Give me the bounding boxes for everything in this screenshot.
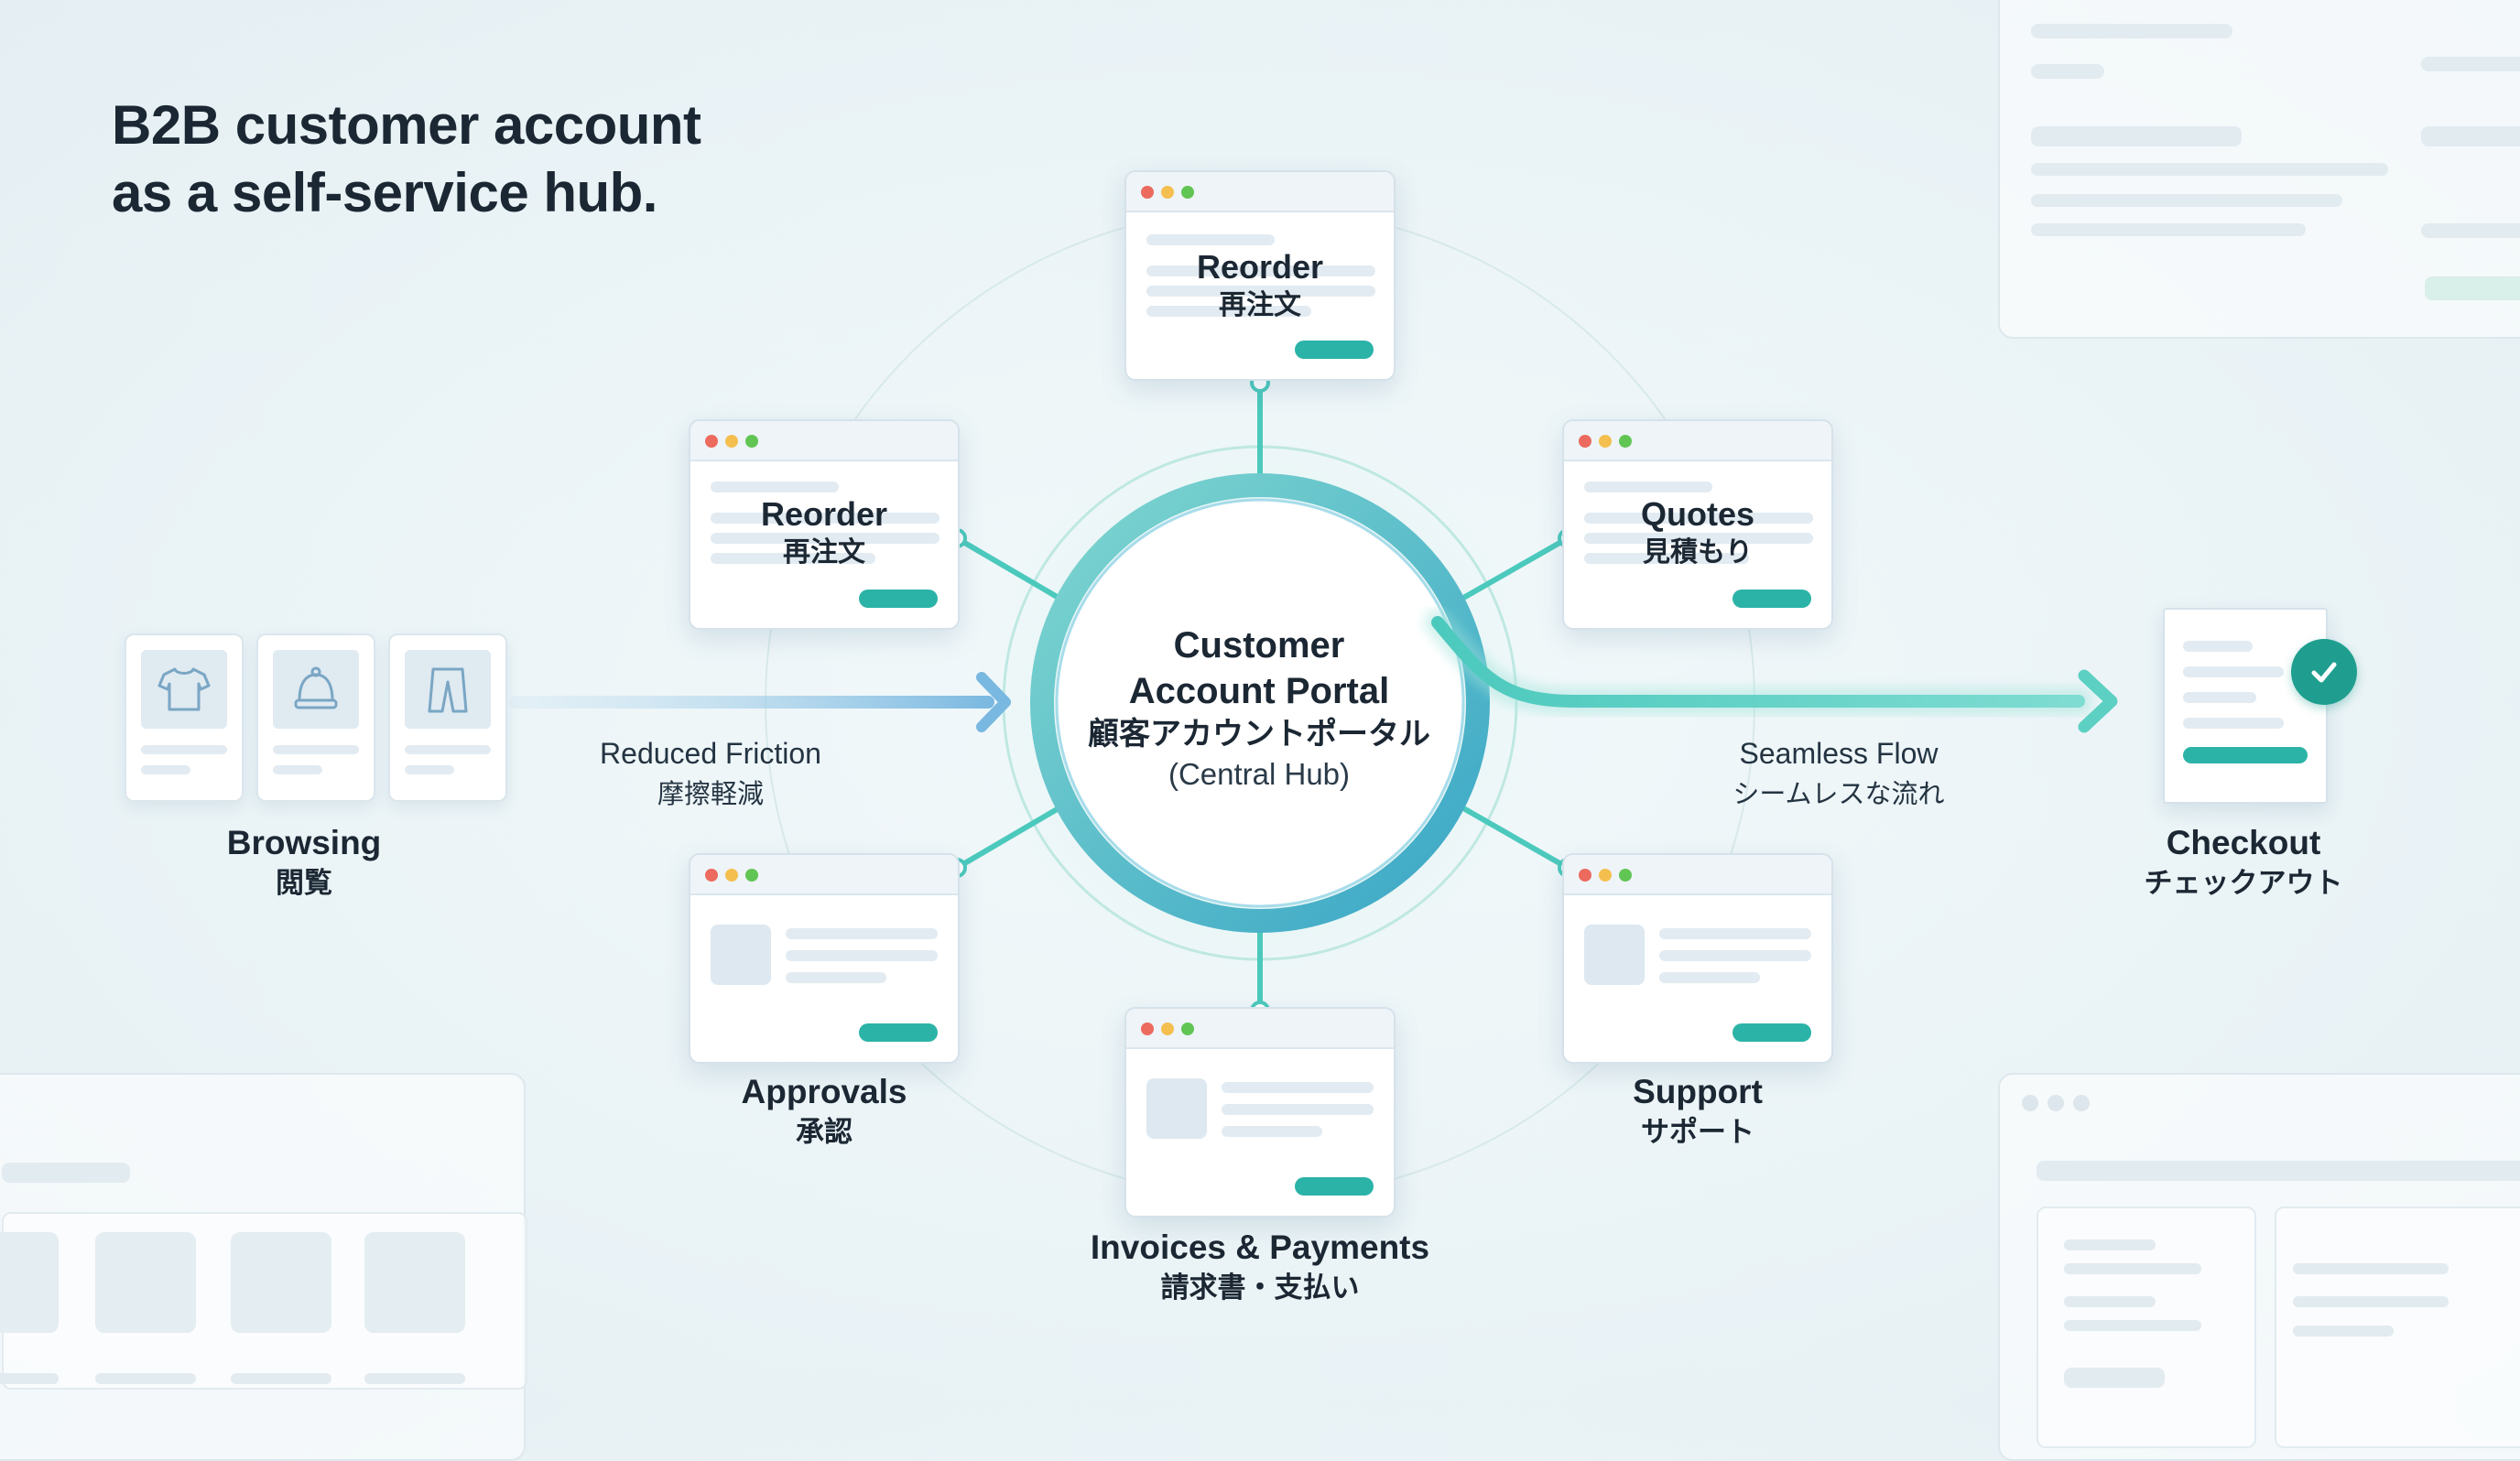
- title-line-1: B2B customer account: [112, 94, 701, 156]
- approvals-button[interactable]: [859, 1023, 938, 1042]
- reorder-button[interactable]: [1295, 341, 1374, 359]
- background-window-top-right: [1998, 0, 2520, 339]
- seamless-flow-arrowhead: [2078, 669, 2118, 733]
- checkmark-icon: [2291, 639, 2357, 705]
- page-title: B2B customer account as a self-service h…: [112, 92, 701, 227]
- browsing-label: Browsing 閲覧: [226, 824, 382, 900]
- background-window-bottom-right: [1998, 1073, 2520, 1461]
- checkout-label: Checkout チェックアウト: [2144, 824, 2343, 900]
- reorder-label: Reorder 再注文: [1196, 248, 1324, 321]
- hub-title-jp: 顧客アカウントポータル: [1088, 716, 1430, 752]
- reduced-friction-label: Reduced Friction 摩擦軽減: [600, 737, 821, 809]
- support-window[interactable]: [1562, 853, 1833, 1064]
- invoices-button[interactable]: [1295, 1177, 1374, 1196]
- invoices-window[interactable]: [1124, 1007, 1396, 1218]
- reorder-button[interactable]: [859, 590, 938, 608]
- product-card-pants[interactable]: [388, 633, 507, 802]
- hub-diagram: [509, 208, 2118, 1198]
- hub-title-line-2: Account Portal: [1128, 671, 1390, 711]
- hub-title-line-1: Customer: [1173, 625, 1345, 666]
- reduced-friction-arrow: [509, 696, 994, 709]
- spokes: [954, 380, 1570, 1013]
- checkout-receipt[interactable]: [2163, 608, 2328, 804]
- pants-icon: [428, 667, 468, 713]
- title-line-2: as a self-service hub.: [112, 162, 657, 223]
- seamless-flow-label: Seamless Flow シームレスな流れ: [1732, 737, 1945, 809]
- product-card-tshirt[interactable]: [125, 633, 244, 802]
- seamless-flow-arrow: [1431, 616, 2085, 708]
- reorder-window-left[interactable]: Reorder 再注文: [689, 419, 960, 630]
- quotes-window[interactable]: Quotes 見積もり: [1562, 419, 1833, 630]
- reduced-friction-arrowhead: [976, 672, 1011, 732]
- hub-subtitle: (Central Hub): [1168, 757, 1351, 791]
- product-card-hat[interactable]: [256, 633, 375, 802]
- hub-core: [1055, 498, 1465, 908]
- central-hub: Customer Account Portal 顧客アカウントポータル (Cen…: [1076, 622, 1442, 795]
- quotes-label: Quotes 見積もり: [1640, 495, 1754, 568]
- support-label: Support サポート: [1633, 1073, 1763, 1149]
- reorder-window-top[interactable]: Reorder 再注文: [1124, 170, 1396, 381]
- approvals-label: Approvals 承認: [741, 1073, 907, 1149]
- approvals-window[interactable]: [689, 853, 960, 1064]
- reorder-label: Reorder 再注文: [760, 495, 888, 568]
- hat-icon: [294, 666, 338, 709]
- support-button[interactable]: [1732, 1023, 1811, 1042]
- quotes-button[interactable]: [1732, 590, 1811, 608]
- background-window-bottom-left: [0, 1073, 527, 1461]
- hub-ring: [1030, 473, 1490, 933]
- invoices-label: Invoices & Payments 請求書・支払い: [1090, 1228, 1430, 1304]
- tshirt-icon: [158, 667, 211, 711]
